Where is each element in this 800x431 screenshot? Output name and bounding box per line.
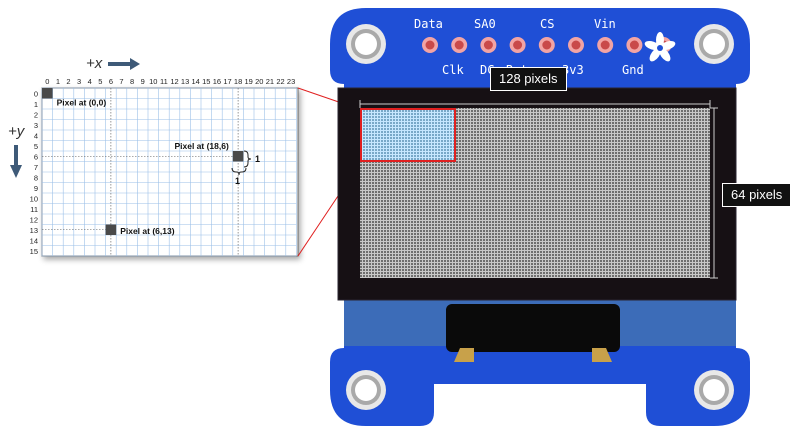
y-tick-label: 0: [34, 89, 38, 98]
mounting-hole-top-right: [694, 24, 734, 64]
y-tick-label: 13: [30, 226, 38, 235]
pin-label-sa0: SA0: [474, 17, 496, 31]
y-tick-label: 9: [34, 184, 38, 193]
y-tick-label: 5: [34, 142, 38, 151]
header-pin-hole: [629, 40, 639, 50]
header-pin-hole: [600, 40, 610, 50]
y-tick-label: 11: [30, 205, 38, 214]
header-pin-hole: [513, 40, 523, 50]
x-tick-label: 21: [266, 77, 274, 86]
pixel-marker: [42, 88, 53, 99]
oled-breakout-board: Data Clk SA0 DC Rst CS 3v3 Vin Gnd: [330, 8, 750, 426]
y-tick-label: 15: [30, 247, 38, 256]
mounting-hole-bottom-right: [694, 370, 734, 410]
y-tick-label: 7: [34, 163, 38, 172]
y-tick-label: 2: [34, 110, 38, 119]
header-pin-hole: [454, 40, 464, 50]
width-label: 128 pixels: [490, 67, 567, 91]
ribbon-pad-right: [592, 348, 612, 362]
header-pin-hole: [542, 40, 552, 50]
x-tick-label: 17: [223, 77, 231, 86]
pixel-label: Pixel at (6,13): [120, 226, 175, 236]
x-tick-label: 16: [213, 77, 221, 86]
x-tick-label: 6: [109, 77, 113, 86]
x-tick-label: 23: [287, 77, 295, 86]
x-tick-label: 15: [202, 77, 210, 86]
x-tick-label: 12: [170, 77, 178, 86]
flower-logo-icon: [644, 32, 676, 62]
x-tick-label: 3: [77, 77, 81, 86]
grid-lines: [41, 87, 297, 257]
pixel-size-label-vertical: 1: [255, 154, 260, 164]
y-tick-label: 12: [30, 215, 38, 224]
height-label: 64 pixels: [722, 183, 792, 207]
pin-label-clk: Clk: [442, 63, 464, 77]
mounting-hole-top-left: [346, 24, 386, 64]
pixel-markers: [42, 88, 244, 235]
flex-ribbon-cable: [446, 304, 620, 352]
x-tick-label: 5: [98, 77, 102, 86]
pin-label-gnd: Gnd: [622, 63, 644, 77]
x-tick-label: 13: [181, 77, 189, 86]
mounting-hole-bottom-left: [346, 370, 386, 410]
x-tick-label: 1: [56, 77, 60, 86]
y-tick-label: 1: [34, 100, 38, 109]
y-tick-label: 8: [34, 173, 38, 182]
x-tick-label: 9: [141, 77, 145, 86]
y-tick-label: 4: [34, 131, 38, 140]
header-pin-hole: [483, 40, 493, 50]
pin-label-cs: CS: [540, 17, 554, 31]
y-axis-arrow: [10, 145, 22, 178]
x-tick-label: 2: [66, 77, 70, 86]
x-axis-label: +x: [86, 55, 103, 72]
header-pin-hole: [425, 40, 435, 50]
x-tick-label: 11: [160, 77, 168, 86]
x-tick-label: 20: [255, 77, 263, 86]
pin-label-3v3: 3v3: [562, 63, 584, 77]
x-tick-label: 19: [245, 77, 253, 86]
width-dimension-bracket: [359, 100, 711, 108]
pixel-size-label-horizontal: 1: [235, 176, 240, 186]
x-tick-label: 8: [130, 77, 134, 86]
pixel-marker: [105, 224, 117, 235]
pixel-label: Pixel at (18,6): [174, 141, 229, 151]
board-svg: Data Clk SA0 DC Rst CS 3v3 Vin Gnd: [330, 8, 750, 426]
pin-label-vin: Vin: [594, 17, 616, 31]
x-tick-label: 10: [149, 77, 157, 86]
pixel-size-brace-horizontal: [231, 167, 247, 176]
pixel-size-brace-vertical: [243, 150, 252, 168]
zoom-highlight-region: [360, 108, 456, 162]
pin-label-data: Data: [414, 17, 443, 31]
x-tick-label: 4: [88, 77, 92, 86]
header-pin-pads: [422, 37, 672, 53]
x-tick-label: 22: [276, 77, 284, 86]
height-dimension-bracket: [710, 107, 718, 279]
pixel-labels: Pixel at (0,0) Pixel at (18,6) Pixel at (6…: [57, 98, 229, 237]
x-tick-label: 7: [119, 77, 123, 86]
x-tick-label: 0: [45, 77, 49, 86]
y-tick-label: 6: [34, 152, 38, 161]
y-axis-label: +y: [8, 123, 26, 140]
x-tick-label: 18: [234, 77, 242, 86]
y-tick-label: 10: [30, 194, 38, 203]
ribbon-pad-left: [454, 348, 474, 362]
x-axis-arrow: [108, 58, 140, 70]
x-tick-label: 14: [192, 77, 200, 86]
y-tick-label: 14: [30, 236, 38, 245]
header-pin-hole: [571, 40, 581, 50]
pixel-marker: [232, 151, 244, 162]
pixel-label: Pixel at (0,0): [57, 98, 107, 108]
pin-labels: Data Clk SA0 DC Rst CS 3v3 Vin Gnd: [414, 17, 644, 77]
y-tick-label: 3: [34, 121, 38, 130]
